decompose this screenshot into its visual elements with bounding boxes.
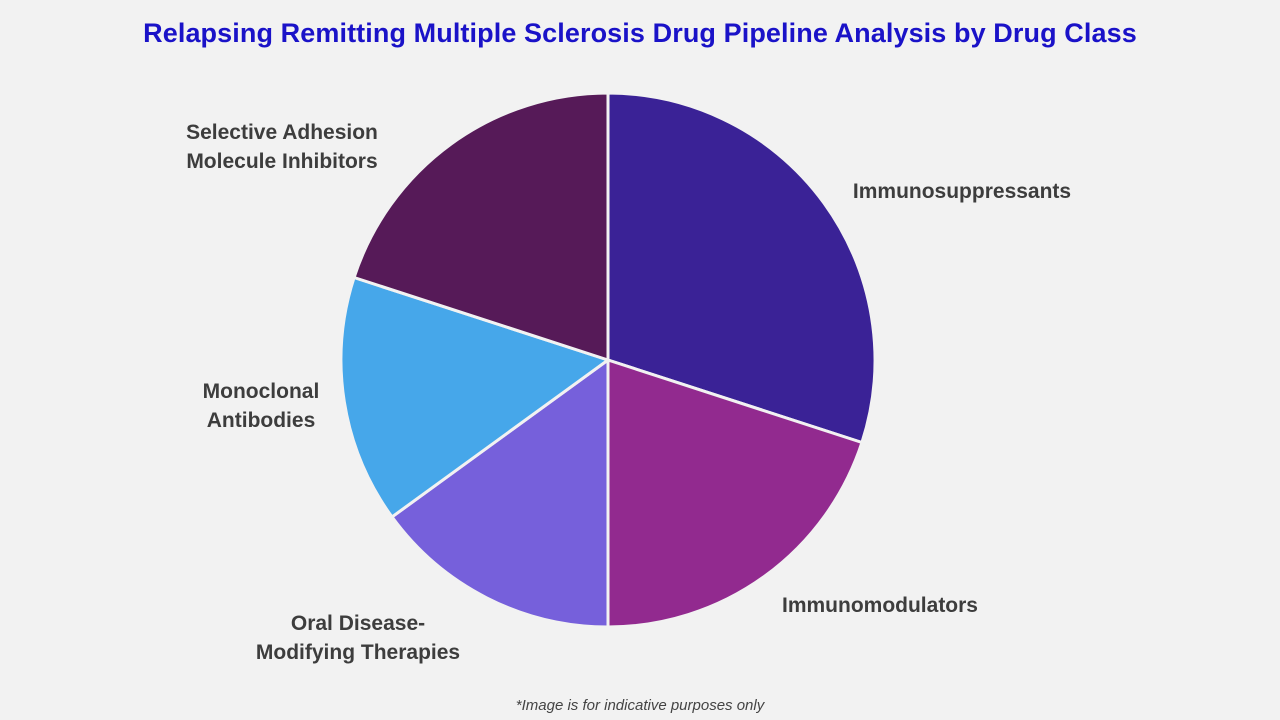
pie-slice-oral-disease-modifying-therapies <box>390 358 610 629</box>
chart-title: Relapsing Remitting Multiple Sclerosis D… <box>143 18 1137 48</box>
pie-slice-selective-adhesion-molecule-inhibitors <box>352 91 610 362</box>
slice-label-immunomodulators: Immunomodulators <box>782 594 978 617</box>
slice-label-immunosuppressants: Immunosuppressants <box>853 180 1071 203</box>
pie-slices <box>339 91 877 629</box>
pie-slice-immunomodulators <box>606 358 864 629</box>
pie-slice-monoclonal-antibodies <box>339 275 610 519</box>
slice-label-oral-disease-modifying-therapies: Oral Disease-Modifying Therapies <box>256 612 460 664</box>
pie-slice-immunosuppressants <box>606 91 877 445</box>
footnote: *Image is for indicative purposes only <box>515 697 765 714</box>
